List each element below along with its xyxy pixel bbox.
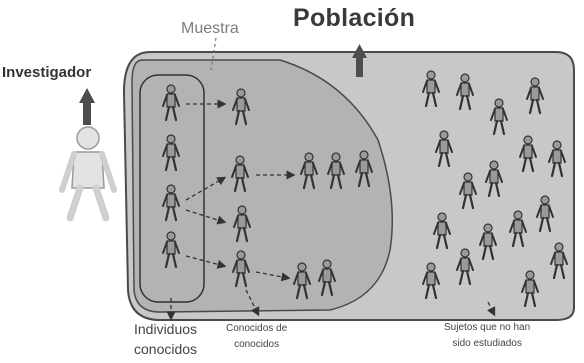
individuos-line1: Individuos	[134, 321, 198, 337]
conocidos-de-conocidos-label: Conocidos de conocidos	[226, 321, 287, 353]
poblacion-label: Población	[293, 4, 416, 32]
muestra-pointer	[210, 37, 217, 71]
individuos-line2: conocidos	[134, 341, 198, 357]
conocidos-line1: Conocidos de	[226, 323, 288, 334]
muestra-label: Muestra	[181, 20, 239, 37]
individuos-conocidos-label: Individuos conocidos	[134, 319, 197, 359]
investigador-up-arrow	[79, 88, 95, 125]
conocidos-line2: conocidos	[234, 339, 280, 350]
sujetos-no-estudiados-label: Sujetos que no han sido estudiados	[444, 320, 530, 352]
known-individuals-group	[139, 74, 205, 303]
referral-arrows	[166, 99, 496, 321]
sujetos-line2: sido estudiados	[452, 338, 522, 349]
investigador-label: Investigador	[2, 64, 92, 81]
researcher-figure	[59, 126, 117, 222]
sample-region	[131, 59, 394, 313]
poblacion-up-arrow	[352, 44, 367, 77]
sujetos-line1: Sujetos que no han	[444, 322, 531, 333]
